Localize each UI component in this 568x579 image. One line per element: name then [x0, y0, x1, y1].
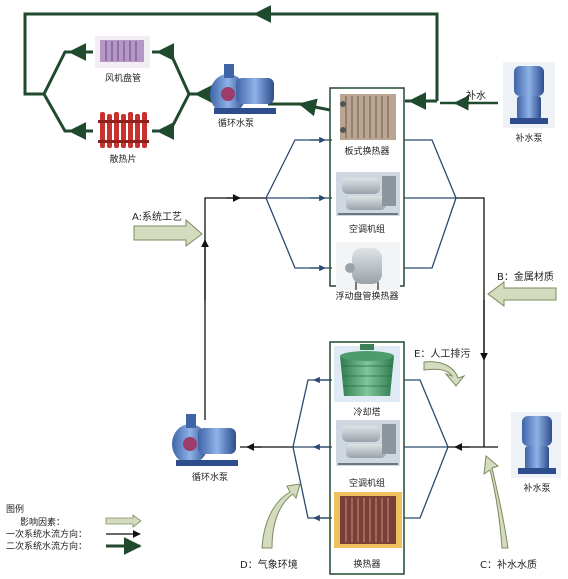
primary-right-return — [456, 197, 498, 448]
floating-coil-hx-image — [336, 242, 400, 290]
legend-title: 图例 — [6, 503, 24, 515]
secondary-loop — [23, 5, 439, 140]
pump-top-label: 循环水泵 — [218, 117, 254, 129]
makeup-pump-top-label: 补水泵 — [515, 132, 542, 144]
legend-primary-label: 一次系统水流方向： — [6, 528, 87, 540]
fan-coil-image — [95, 36, 150, 68]
bottom-branches — [292, 376, 449, 522]
factor-b-arrow — [487, 281, 557, 307]
primary-riser-line — [204, 197, 266, 420]
makeup-water-label: 补水 — [466, 89, 486, 102]
floating-hx-label: 浮动盘管换热器 — [335, 290, 398, 302]
makeup-pump-bottom-image — [511, 412, 561, 478]
pump-to-hx-line — [268, 102, 331, 112]
legend-factor-symbol — [105, 514, 142, 528]
factor-e-label: E：人工排污 — [414, 347, 470, 360]
factor-d-label: D：气象环境 — [240, 558, 298, 571]
chiller-bottom-label: 空调机组 — [349, 477, 385, 489]
factor-a-label: A:系统工艺 — [132, 210, 182, 223]
factor-c-arrow — [483, 455, 509, 549]
hx-bottom-label: 换热器 — [353, 558, 380, 570]
legend-factor-label: 影响因素： — [20, 516, 65, 528]
secondary-to-radiator — [42, 93, 93, 133]
chiller-bottom-image — [336, 420, 400, 466]
fancoil-return — [152, 50, 191, 95]
chiller-top-image — [336, 172, 400, 216]
pump-bottom-image — [172, 414, 238, 466]
legend-secondary-label: 二次系统水流方向： — [6, 540, 87, 552]
secondary-to-fancoil — [42, 50, 93, 95]
radiator-label: 散热片 — [109, 153, 136, 165]
legend: 图例 影响因素： 一次系统水流方向： 二次系统水流方向： — [6, 503, 142, 555]
cooling-tower-label: 冷却塔 — [353, 406, 380, 418]
secondary-top-return-line — [23, 12, 439, 101]
heat-exchanger-bottom-image — [334, 492, 402, 548]
factor-a-arrow — [133, 218, 203, 247]
makeup-pump-bottom-label: 补水泵 — [523, 482, 550, 494]
plate-heat-exchanger-image — [340, 94, 396, 140]
makeup-pump-top-image — [503, 62, 555, 128]
chiller-top-label: 空调机组 — [349, 223, 385, 235]
radiator-return — [152, 93, 191, 133]
fan-coil-label: 风机盘管 — [105, 72, 141, 84]
factor-c-label: C：补水水质 — [480, 558, 537, 571]
bottom-equipment-frame — [329, 341, 405, 575]
pump-top-image — [210, 64, 276, 114]
cooling-tower-image — [334, 344, 400, 402]
factor-b-label: B：金属材质 — [497, 270, 554, 283]
radiator-image — [98, 112, 149, 148]
factor-d-arrow — [261, 483, 301, 549]
factor-e-arrow — [423, 361, 466, 387]
primary-loop — [201, 194, 498, 451]
plate-hx-label: 板式换热器 — [344, 145, 389, 157]
top-branches — [265, 136, 457, 272]
pump-bottom-label: 循环水泵 — [192, 471, 228, 483]
